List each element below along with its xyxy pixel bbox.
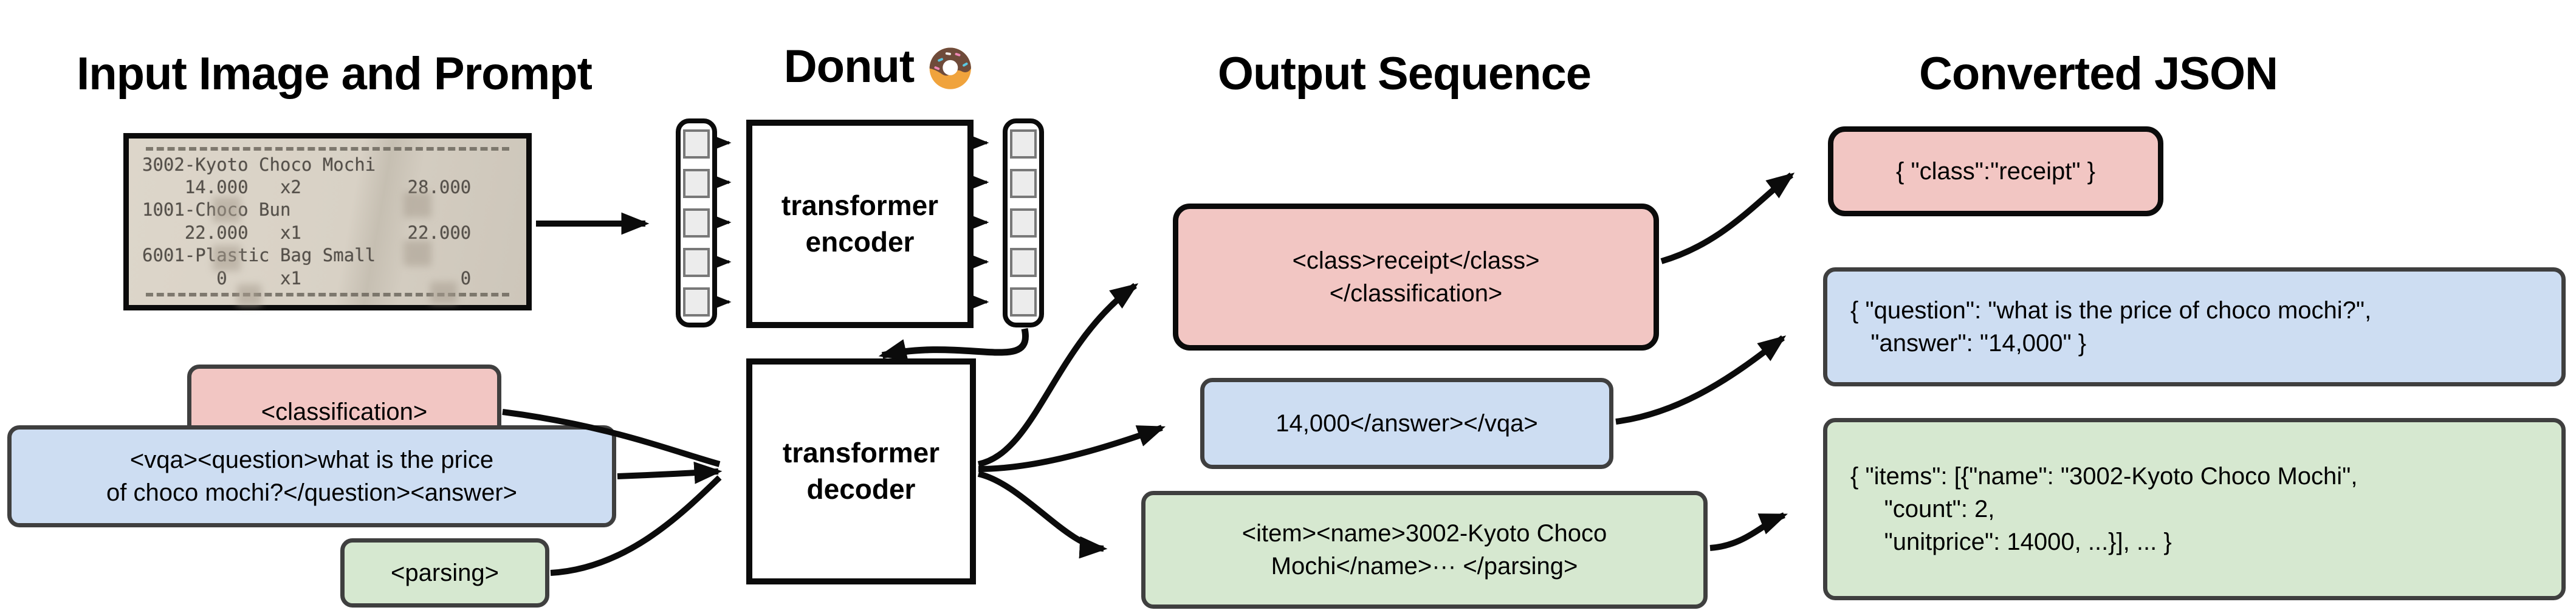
encoder-label-line1: transformer <box>781 189 939 221</box>
redaction-blur <box>213 245 241 271</box>
encoder-output-embedding-strip <box>1003 118 1044 327</box>
redaction-blur <box>404 192 431 217</box>
prompt-vqa-line2: of choco mochi?</question><answer> <box>106 479 517 506</box>
embedding-patch <box>1010 248 1037 277</box>
prompt-vqa-line1: <vqa><question>what is the price <box>129 447 494 473</box>
receipt-item-name: 1001-Choco Bun <box>142 199 291 221</box>
arrow-decoder-to-parsing-output <box>977 471 1108 559</box>
redaction-blur <box>404 241 431 266</box>
json-parsing-line2: "count": 2, <box>1850 496 1995 522</box>
model-title: Donut <box>783 41 915 92</box>
input-column-header: Input Image and Prompt <box>77 48 592 100</box>
image-patch <box>683 129 710 159</box>
prompt-classification-text: <classification> <box>261 398 428 425</box>
transformer-decoder-box: transformer decoder <box>746 358 976 584</box>
arrows-encoder-to-embeddings <box>973 136 989 309</box>
arrow-classification-output-to-json <box>1660 173 1795 264</box>
arrow-parsing-output-to-json <box>1709 512 1788 551</box>
arrow-vqa-prompt-to-decoder <box>617 461 723 484</box>
transformer-encoder-box: transformer encoder <box>746 120 974 328</box>
image-patch <box>683 169 710 198</box>
output-parsing-box: <item><name>3002-Kyoto Choco Mochi</name… <box>1141 491 1708 609</box>
arrows-patches-to-encoder <box>715 136 732 309</box>
receipt-item-price: 0 x1 0 <box>142 267 472 289</box>
json-parsing-box: { "items": [{"name": "3002-Kyoto Choco M… <box>1823 418 2566 600</box>
redaction-blur <box>213 197 241 222</box>
json-parsing-line1: { "items": [{"name": "3002-Kyoto Choco M… <box>1850 463 2358 490</box>
output-classification-box: <class>receipt</class> </classification> <box>1173 204 1659 351</box>
redaction-blur <box>237 284 261 306</box>
receipt-item-price: 22.000 x1 22.000 <box>142 222 472 243</box>
receipt-input-image: 3002-Kyoto Choco Mochi 14.000 x2 28.000 … <box>123 133 532 310</box>
image-patch <box>683 208 710 238</box>
arrow-decoder-to-classification-output <box>977 283 1139 467</box>
embedding-patch <box>1010 208 1037 238</box>
output-vqa-line1: 14,000</answer></vqa> <box>1276 410 1538 437</box>
output-column-header: Output Sequence <box>1217 48 1592 100</box>
json-column-header: Converted JSON <box>1919 48 2278 100</box>
decoder-label-line2: decoder <box>806 473 916 505</box>
embedding-patch <box>1010 129 1037 159</box>
decoder-label-line1: transformer <box>782 437 940 469</box>
json-classification-line1: { "class":"receipt" } <box>1895 158 2096 185</box>
encoder-input-patch-strip <box>676 118 717 327</box>
arrow-encoder-to-decoder <box>878 327 1029 361</box>
json-parsing-line3: "unitprice": 14000, ...}], ... } <box>1850 529 2172 555</box>
output-classification-line2: </classification> <box>1329 280 1503 307</box>
prompt-parsing-box: <parsing> <box>340 538 549 608</box>
receipt-dashed-line-top <box>146 147 509 151</box>
json-classification-box: { "class":"receipt" } <box>1828 126 2163 216</box>
model-column-header: Donut <box>784 40 976 93</box>
receipt-item-name: 6001-Plastic Bag Small <box>142 245 376 266</box>
donut-icon <box>930 47 972 89</box>
output-vqa-box: 14,000</answer></vqa> <box>1200 378 1613 469</box>
redaction-blur <box>430 282 457 304</box>
json-vqa-line1: { "question": "what is the price of choc… <box>1850 297 2372 324</box>
embedding-patch <box>1010 287 1037 317</box>
output-classification-line1: <class>receipt</class> <box>1292 247 1540 274</box>
json-vqa-box: { "question": "what is the price of choc… <box>1823 267 2566 386</box>
output-parsing-line1: <item><name>3002-Kyoto Choco <box>1242 520 1607 547</box>
image-patch <box>683 287 710 317</box>
encoder-label-line2: encoder <box>805 225 915 258</box>
json-vqa-line2: "answer": "14,000" } <box>1850 330 2087 357</box>
receipt-dashed-line-bottom <box>146 292 509 296</box>
receipt-item-price: 14.000 x2 28.000 <box>142 176 472 197</box>
embedding-patch <box>1010 169 1037 198</box>
output-parsing-line2: Mochi</name>··· </parsing> <box>1271 553 1578 580</box>
arrow-decoder-to-vqa-output <box>978 425 1166 472</box>
receipt-item-name: 3002-Kyoto Choco Mochi <box>142 154 376 175</box>
prompt-parsing-text: <parsing> <box>391 560 499 586</box>
image-patch <box>683 248 710 277</box>
prompt-vqa-box: <vqa><question>what is the price of choc… <box>7 425 616 527</box>
